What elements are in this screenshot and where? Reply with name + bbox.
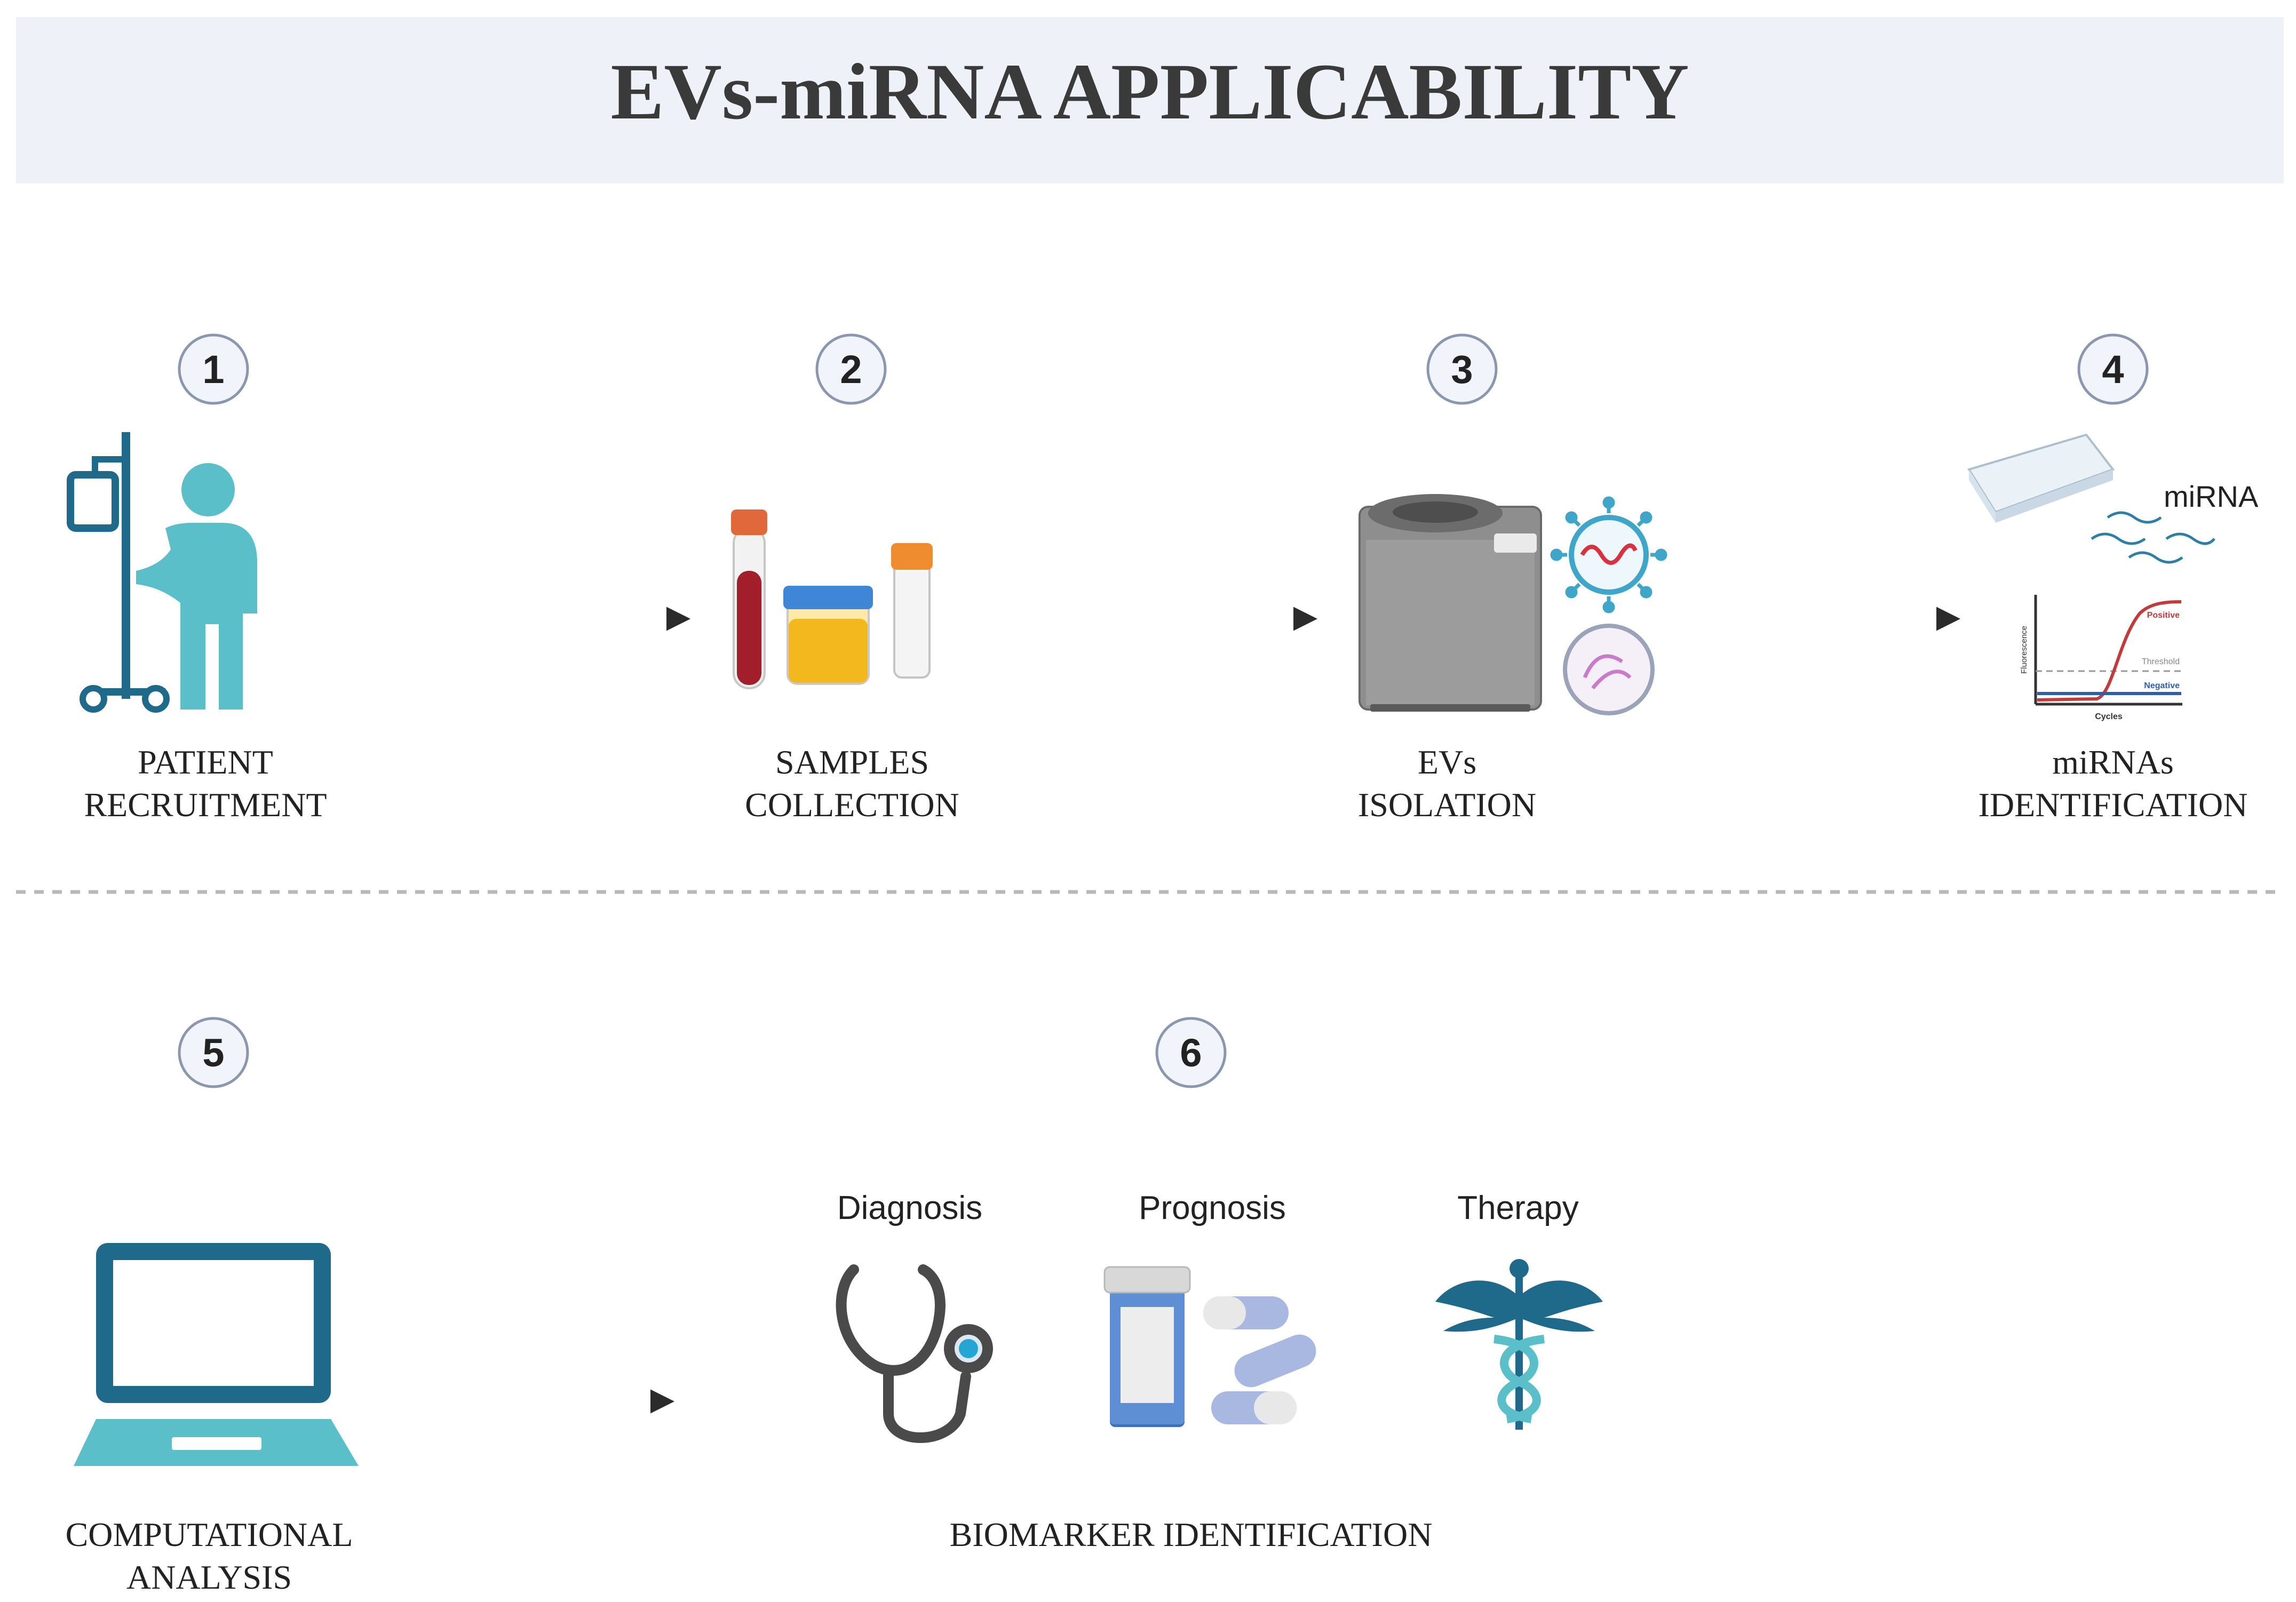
svg-text:Positive: Positive [2147, 611, 2180, 620]
step-2-label-line2: COLLECTION [745, 786, 959, 824]
step-1-label-line1: PATIENT [138, 743, 273, 781]
step-6-label: BIOMARKER IDENTIFICATION [950, 1516, 1433, 1553]
step-3-label-line2: ISOLATION [1358, 786, 1536, 824]
svg-text:3: 3 [1451, 347, 1473, 392]
step-5-label-line2: ANALYSIS [126, 1558, 292, 1596]
pill-bottle-icon [1103, 1266, 1316, 1427]
step-3-label-line1: EVs [1418, 743, 1476, 781]
mirna-strands-icon [2091, 511, 2215, 564]
patient-iv-icon [67, 432, 257, 713]
step-4-label-line1: miRNAs [2052, 743, 2174, 781]
step-badge-3: 3 [1426, 333, 1498, 405]
step-1-label-line2: RECRUITMENT [84, 786, 327, 824]
laptop-icon [74, 1243, 359, 1466]
mirna-label: miRNA [2164, 480, 2259, 513]
qpcr-icon: Positive Threshold Negative Cycles Fluor… [2020, 595, 2182, 721]
step-badge-5: 5 [178, 1017, 249, 1088]
svg-text:Fluorescence: Fluorescence [2020, 626, 2029, 674]
svg-text:Cycles: Cycles [2095, 712, 2123, 721]
svg-text:6: 6 [1180, 1031, 1202, 1075]
caduceus-icon [1435, 1259, 1603, 1430]
svg-text:Threshold: Threshold [2142, 657, 2180, 666]
step-2-label-line1: SAMPLES [775, 743, 929, 781]
biomarker-diagnosis-label: Diagnosis [837, 1190, 982, 1226]
svg-text:1: 1 [202, 347, 224, 392]
biomarker-therapy-label: Therapy [1457, 1190, 1578, 1226]
page-title: EVs-miRNA APPLICABILITY [610, 47, 1689, 136]
svg-text:Negative: Negative [2144, 681, 2180, 690]
svg-text:2: 2 [840, 347, 862, 392]
step-4-label-line2: IDENTIFICATION [1979, 786, 2248, 824]
biomarker-prognosis-label: Prognosis [1139, 1190, 1286, 1226]
svg-text:5: 5 [202, 1031, 224, 1075]
well-plate-icon [1967, 433, 2115, 523]
svg-text:4: 4 [2102, 347, 2124, 392]
centrifuge-icon [1358, 494, 1542, 712]
exosome-icon [1550, 496, 1667, 715]
stethoscope-icon [836, 1264, 993, 1443]
step-badge-4: 4 [2077, 333, 2149, 405]
step-badge-6: 6 [1155, 1017, 1227, 1088]
sample-tubes-icon [731, 509, 933, 689]
step-5-label-line1: COMPUTATIONAL [66, 1516, 353, 1553]
header-band [16, 17, 2284, 184]
step-badge-2: 2 [815, 333, 887, 405]
step-badge-1: 1 [178, 333, 249, 405]
